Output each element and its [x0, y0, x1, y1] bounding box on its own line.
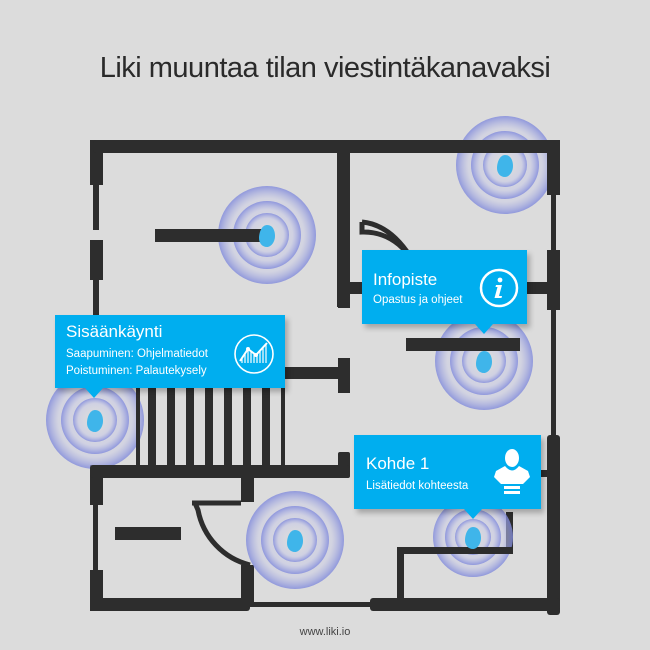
beacon-icon: [465, 527, 481, 549]
callout-entrance[interactable]: Sisäänkäynti Saapuminen: Ohjelmatiedot P…: [55, 315, 285, 398]
beacons: [87, 155, 513, 552]
callout-line: Lisätiedot kohteesta: [366, 480, 469, 492]
callout-line: Saapuminen: Ohjelmatiedot: [66, 348, 208, 360]
callout-title: Sisäänkäynti: [66, 322, 163, 341]
beacon-icon: [259, 225, 275, 247]
footer-url[interactable]: www.liki.io: [299, 626, 351, 638]
beacon-icon: [287, 530, 303, 552]
beacon-icon: [497, 155, 513, 177]
chart-icon: [234, 334, 274, 374]
callout-infopoint[interactable]: Infopiste Opastus ja ohjeet: [362, 250, 527, 334]
callout-title: Infopiste: [373, 270, 438, 289]
callout-line: Opastus ja ohjeet: [373, 294, 463, 306]
beacon-icon: [476, 351, 492, 373]
beacon-icon: [87, 410, 103, 432]
door-arc-bottom: [192, 502, 251, 568]
page-title: Liki muuntaa tilan viestintäkanavaksi: [99, 52, 551, 84]
callout-title: Kohde 1: [366, 454, 430, 473]
info-icon: [479, 268, 519, 308]
bust-icon: [494, 449, 530, 494]
callout-line: Poistuminen: Palautekysely: [66, 365, 207, 377]
callout-object1[interactable]: Kohde 1 Lisätiedot kohteesta: [354, 435, 541, 519]
